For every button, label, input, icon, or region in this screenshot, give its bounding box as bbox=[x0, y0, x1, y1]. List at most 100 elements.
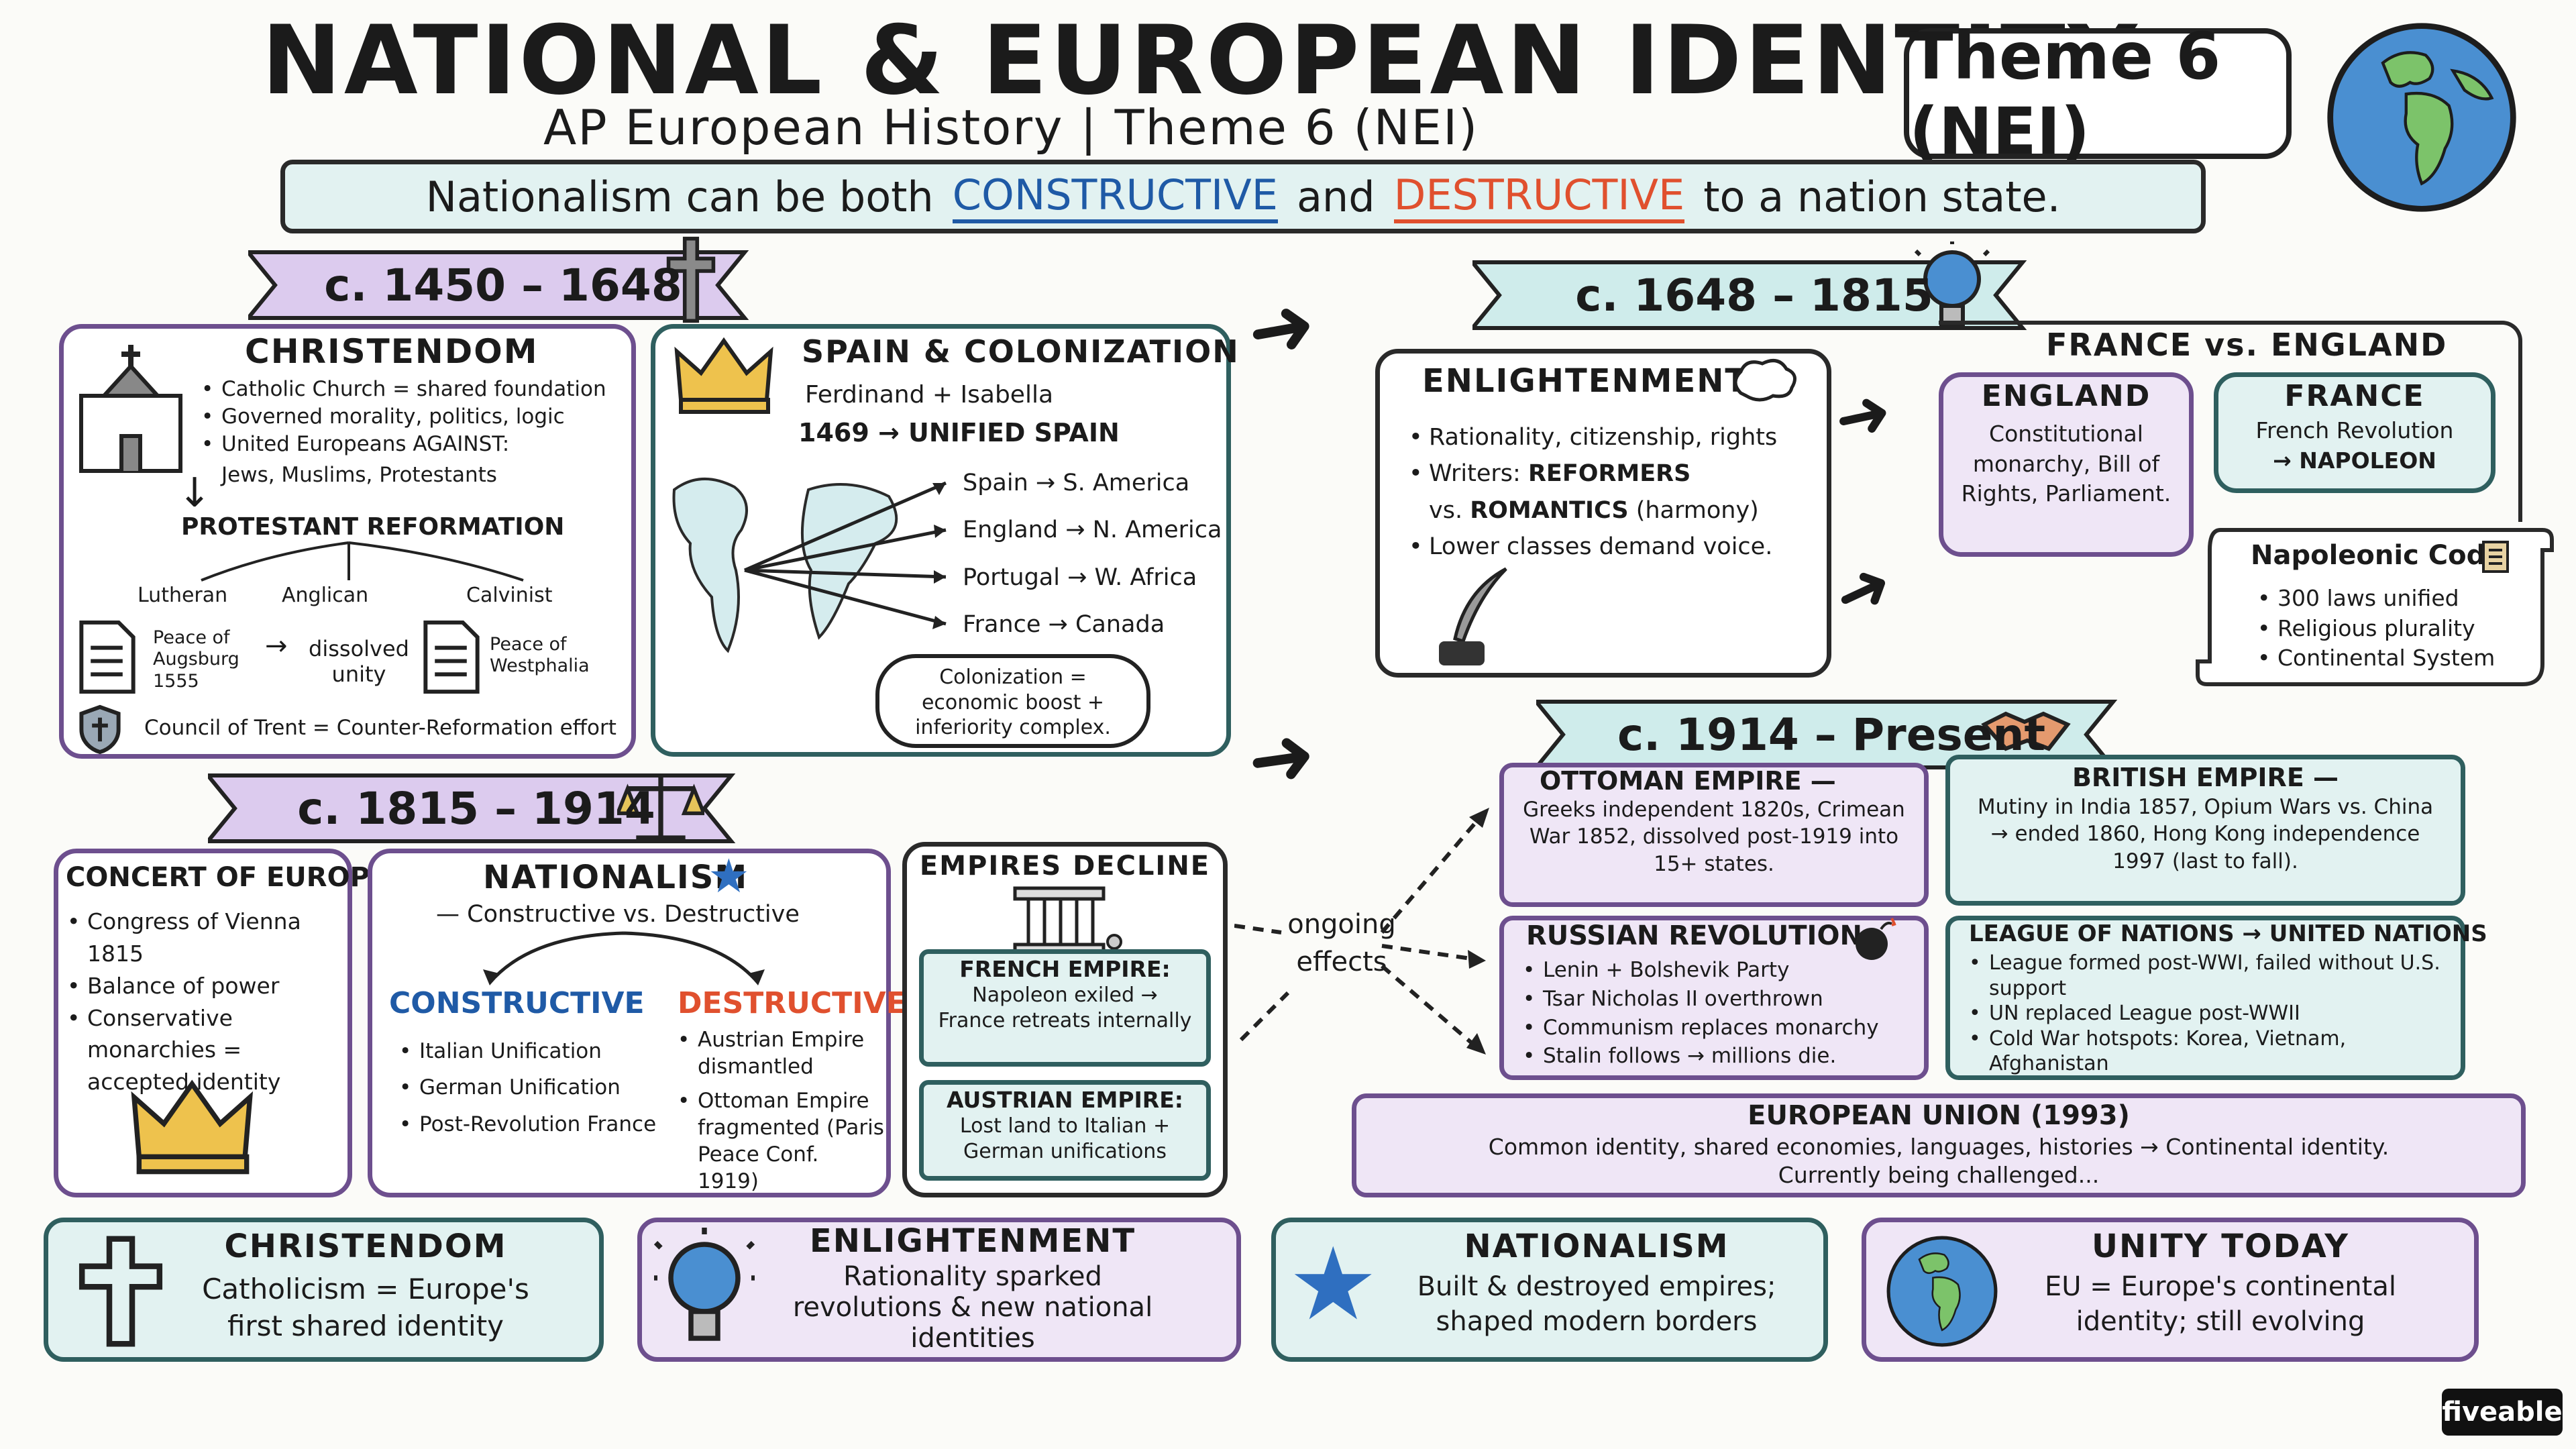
russian-title: RUSSIAN REVOLUTION bbox=[1526, 920, 1862, 951]
list-item: Lower classes demand voice. bbox=[1409, 529, 1825, 566]
summary-title: UNITY TODAY bbox=[2092, 1228, 2349, 1265]
era-banner-1914: c. 1914 – Present bbox=[1536, 698, 2127, 771]
cross-icon bbox=[74, 1234, 168, 1348]
era-banner-1450: c. 1450 – 1648 bbox=[248, 248, 758, 322]
christendom-title: CHRISTENDOM bbox=[245, 332, 539, 371]
crown-icon bbox=[131, 1077, 255, 1177]
page-title: NATIONAL & EUROPEAN IDENTITY bbox=[262, 5, 2140, 116]
list-item: Post-Revolution France bbox=[399, 1106, 667, 1143]
dissolved-label: dissolved unity bbox=[309, 636, 409, 688]
arrow-right-icon: ➜ bbox=[1241, 706, 1322, 809]
eu-text1: Common identity, shared economies, langu… bbox=[1488, 1134, 2390, 1160]
england-title: ENGLAND bbox=[1981, 379, 2151, 413]
france-england-title: FRANCE vs. ENGLAND bbox=[2039, 327, 2455, 363]
france-title: FRANCE bbox=[2284, 379, 2425, 413]
arrow-right-icon: ➜ bbox=[1240, 276, 1323, 380]
constructive-list: Italian Unification German Unification P… bbox=[399, 1033, 667, 1142]
ottoman-text: Greeks independent 1820s, Crimean War 18… bbox=[1523, 798, 1905, 876]
list-item: Italian Unification bbox=[399, 1033, 667, 1070]
summary-card-nationalism bbox=[1271, 1218, 1828, 1362]
enlightenment-title: ENLIGHTENMENT bbox=[1422, 362, 1749, 400]
french-empire-title: FRENCH EMPIRE: bbox=[959, 956, 1171, 982]
eu-title: EUROPEAN UNION (1993) bbox=[1748, 1100, 2130, 1131]
fiveable-logo: fiveable bbox=[2442, 1389, 2563, 1436]
star-icon: ★ bbox=[708, 849, 750, 904]
arrow-down-icon: ↓ bbox=[178, 470, 212, 517]
austrian-empire-text: Lost land to Italian + German unificatio… bbox=[959, 1114, 1171, 1163]
austrian-empire-card bbox=[919, 1080, 1211, 1181]
england-panel bbox=[1939, 372, 2194, 557]
constructive-label: CONSTRUCTIVE bbox=[389, 986, 645, 1020]
reformation-branches bbox=[201, 541, 524, 582]
reformation-title: PROTESTANT REFORMATION bbox=[181, 513, 565, 541]
thesis-pre: Nationalism can be both bbox=[425, 172, 934, 221]
list-item: UN replaced League post-WWII bbox=[1969, 1001, 2452, 1026]
british-text: Mutiny in India 1857, Opium Wars vs. Chi… bbox=[1977, 795, 2434, 873]
nationalism-subtitle: — Constructive vs. Destructive bbox=[436, 901, 800, 928]
eu-panel bbox=[1352, 1093, 2526, 1197]
trent-label: Council of Trent = Counter-Reformation e… bbox=[144, 716, 616, 740]
england-text: Constitutional monarchy, Bill of Rights,… bbox=[1961, 421, 2171, 507]
concert-bullets: Congress of Vienna 1815 Balance of power… bbox=[67, 906, 349, 1098]
augsburg-label: Peace of Augsburg 1555 bbox=[153, 627, 239, 692]
westphalia-label: Peace of Westphalia bbox=[490, 634, 590, 677]
thesis-bar: Nationalism can be both CONSTRUCTIVE and… bbox=[280, 160, 2206, 233]
list-item: Religious plurality bbox=[2257, 614, 2539, 644]
ongoing-arrows bbox=[1234, 808, 1489, 1055]
ottoman-panel bbox=[1499, 763, 1929, 907]
theme-badge-label: Theme 6 (NEI) bbox=[1909, 18, 2221, 169]
list-item: League formed post-WWI, failed without U… bbox=[1969, 951, 2452, 1001]
romantics-label: ROMANTICS bbox=[1470, 496, 1629, 524]
shield-icon bbox=[77, 704, 124, 755]
french-empire-card bbox=[919, 949, 1211, 1067]
branch-calvinist: Calvinist bbox=[466, 584, 553, 607]
spain-title: SPAIN & COLONIZATION bbox=[802, 333, 1240, 370]
thesis-constructive: CONSTRUCTIVE bbox=[952, 170, 1278, 223]
route-spain: Spain → S. America bbox=[963, 470, 1190, 496]
list-item: Conservative monarchies = accepted ident… bbox=[67, 1002, 349, 1099]
spain-line2: 1469 → UNIFIED SPAIN bbox=[798, 418, 1120, 447]
summary-title: CHRISTENDOM bbox=[224, 1228, 507, 1265]
church-icon bbox=[70, 342, 191, 476]
star-icon: ★ bbox=[1288, 1226, 1379, 1343]
crown-icon bbox=[674, 335, 775, 416]
list-item: Governed morality, politics, logic bbox=[201, 403, 631, 431]
napoleonic-code-bullets: 300 laws unified Religious plurality Con… bbox=[2257, 584, 2539, 674]
scales-icon bbox=[614, 771, 707, 845]
enlightenment-bullets: Rationality, citizenship, rights Writers… bbox=[1409, 419, 1825, 565]
document-icon bbox=[421, 619, 482, 696]
colonization-arrows bbox=[744, 481, 947, 629]
list-item: Communism replaces monarchy bbox=[1523, 1014, 1919, 1042]
list-item: Ottoman Empire fragmented (Paris Peace C… bbox=[678, 1087, 885, 1195]
destructive-label: DESTRUCTIVE bbox=[678, 986, 906, 1020]
list-item: Catholic Church = shared foundation bbox=[201, 376, 631, 403]
summary-title: ENLIGHTENMENT bbox=[809, 1222, 1136, 1260]
summary-card-christendom bbox=[44, 1218, 604, 1362]
vs-label: vs. bbox=[1429, 496, 1470, 524]
quill-icon bbox=[1426, 564, 1519, 671]
napoleonic-code-title: Napoleonic Code bbox=[2251, 540, 2504, 571]
route-france: France → Canada bbox=[963, 611, 1165, 638]
france-england-frame bbox=[1939, 321, 2522, 522]
document-icon bbox=[77, 619, 138, 696]
theme-badge: Theme 6 (NEI) bbox=[1904, 19, 2292, 169]
list-item: Stalin follows → millions die. bbox=[1523, 1042, 1919, 1071]
concert-title: CONCERT OF EUROPE bbox=[66, 862, 388, 893]
cross-icon bbox=[664, 236, 718, 323]
british-title: BRITISH EMPIRE — bbox=[2072, 763, 2339, 792]
route-england: England → N. America bbox=[963, 517, 1222, 543]
france-text1: French Revolution bbox=[2255, 417, 2454, 443]
league-title: LEAGUE OF NATIONS → UNITED NATIONS bbox=[1969, 920, 2487, 947]
list-item: 300 laws unified bbox=[2257, 584, 2539, 614]
list-item: United Europeans AGAINST: bbox=[201, 431, 631, 458]
column-icon bbox=[1010, 885, 1124, 953]
globe-icon bbox=[1885, 1234, 1999, 1348]
christendom-bullets: Catholic Church = shared foundation Gove… bbox=[201, 376, 631, 458]
branch-anglican: Anglican bbox=[282, 584, 369, 607]
summary-text: Built & destroyed empires; shaped modern… bbox=[1417, 1271, 1776, 1337]
list-item: German Unification bbox=[399, 1069, 667, 1106]
christendom-against: Jews, Muslims, Protestants bbox=[221, 463, 497, 487]
scroll-icon bbox=[2475, 537, 2516, 577]
arrow-right-icon: ➜ bbox=[1827, 370, 1899, 460]
